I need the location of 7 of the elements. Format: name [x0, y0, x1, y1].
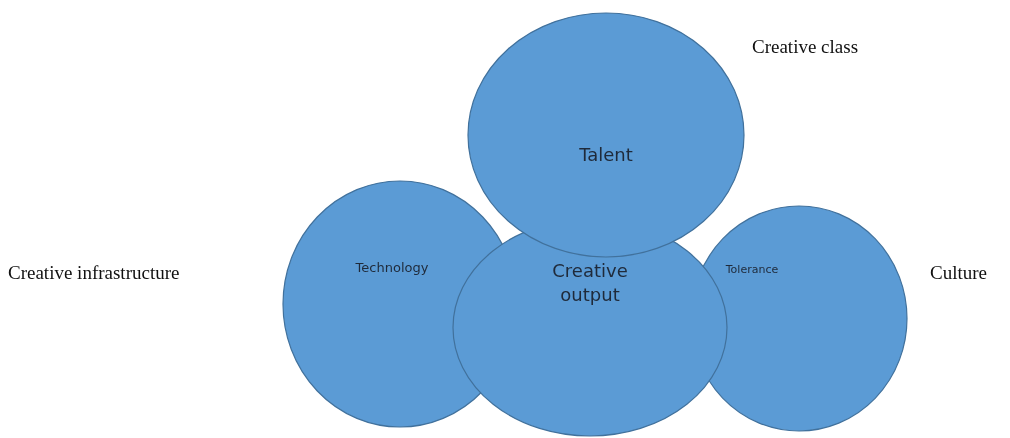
circle-label: Creative output	[551, 258, 629, 307]
category-label: Creative infrastructure	[8, 262, 180, 284]
circle-label: Tolerance	[724, 262, 780, 278]
category-label: Creative class	[752, 36, 859, 58]
circle-label: Talent	[578, 142, 634, 167]
category-label: Culture	[930, 262, 987, 284]
circle-label: Technology	[354, 259, 430, 277]
